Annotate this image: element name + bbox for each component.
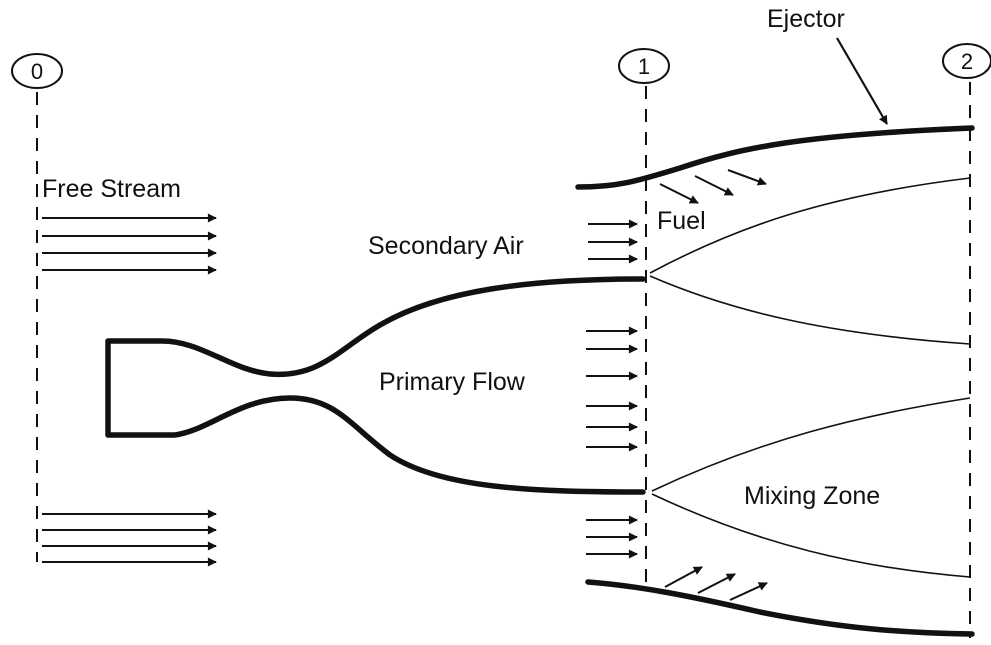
station-0-label: 0 [31, 59, 43, 84]
primary-flow-label: Primary Flow [379, 368, 526, 396]
free-stream-label: Free Stream [42, 175, 181, 203]
secondary-air-arrows [588, 219, 638, 264]
station-0: 0 [11, 53, 63, 562]
upper-inner-shear-layer [649, 275, 971, 345]
ejector-upper-wall [575, 125, 975, 190]
lower-inner-shear-layer [651, 397, 971, 492]
primary-flow-arrows [586, 326, 638, 559]
mixing-zone-label: Mixing Zone [744, 482, 880, 510]
station-1-label: 1 [638, 54, 650, 79]
station-1: 1 [618, 48, 670, 585]
lower-outer-shear-layer [651, 493, 971, 578]
fuel-injection-lower-arrows [664, 566, 768, 601]
station-2: 2 [942, 43, 991, 638]
station-2-label: 2 [961, 49, 973, 74]
ejector-lower-wall [585, 579, 975, 637]
primary-nozzle [105, 276, 646, 495]
ejector-label: Ejector [767, 5, 845, 33]
free-stream-upper-arrows [42, 213, 217, 275]
ejector-pointer-arrow [836, 37, 888, 125]
free-stream-lower-arrows [42, 509, 217, 567]
secondary-air-label: Secondary Air [368, 232, 524, 260]
fuel-injection-upper-arrows [659, 169, 767, 204]
upper-outer-shear-layer [649, 177, 971, 274]
fuel-label: Fuel [657, 207, 706, 235]
